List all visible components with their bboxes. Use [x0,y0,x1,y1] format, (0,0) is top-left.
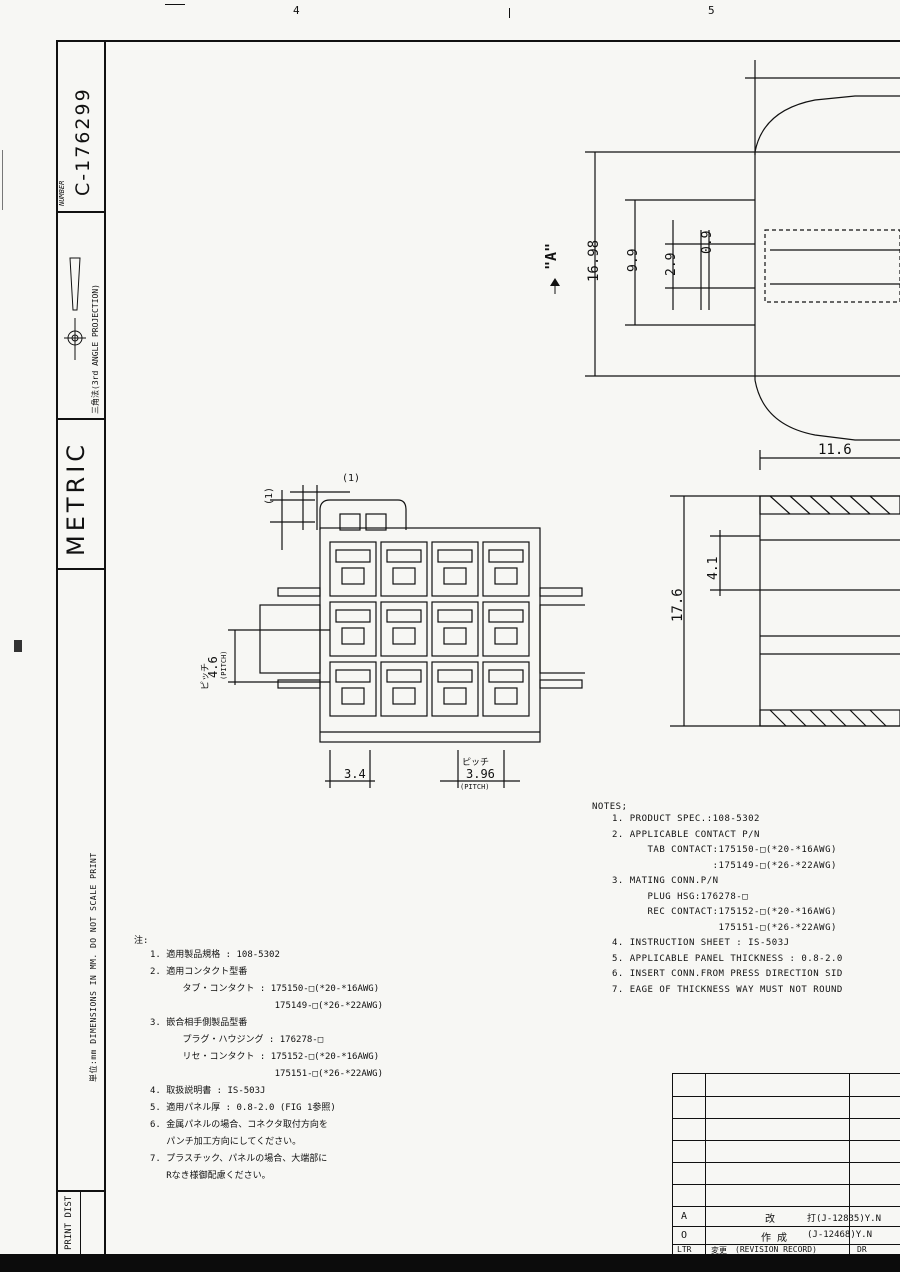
note-en-5: 3. MATING CONN.P/N [612,876,719,886]
rev-row-2 [673,1118,900,1119]
note-en-4: :175149-□(*26-*22AWG) [612,860,837,871]
dim-4-6: 4.6 [206,656,220,678]
title-block-right [104,40,106,1254]
rev-row-6 [673,1206,900,1207]
print-dist-div [80,1190,81,1254]
note-jp-4: 175149-□(*26-*22AWG) [150,1001,383,1011]
dim-1-top: (1) [342,473,361,484]
rev-dr-o: (J-12468)Y.N [807,1230,873,1240]
number-label: NUMBER [58,180,66,206]
note-jp-14: Rなき様御配慮ください。 [150,1171,271,1181]
drawing-number: C-176299 [72,87,94,196]
rev-ltr-a: A [681,1211,688,1222]
notes-en-heading: NOTES; [592,802,628,812]
note-en-10: 5. APPLICABLE PANEL THICKNESS : 0.8-2.0 [612,953,843,964]
note-en-12: 7. EAGE OF THICKNESS WAY MUST NOT ROUND [612,984,843,995]
rev-footer-change: 変更 [711,1246,727,1255]
title-div-3 [56,568,105,570]
dim-1-left: (1) [264,486,275,505]
left-edge-mark [2,150,3,210]
connector-front-view [228,485,585,788]
dim-3-96: 3.96 [466,767,495,781]
note-jp-13: 7. プラスチック、パネルの場合、大端部に [150,1154,328,1164]
rev-footer-ltr: LTR [677,1245,692,1254]
note-en-3: TAB CONTACT:175150-□(*20-*16AWG) [612,845,837,855]
note-jp-10: 5. 適用パネル厚 : 0.8-2.0 (FIG 1参照) [150,1103,336,1113]
note-en-1: 1. PRODUCT SPEC.:108-5302 [612,814,760,824]
title-div-1 [56,211,105,213]
notes-jp-heading: 注: [134,936,149,946]
rev-row-7 [673,1226,900,1227]
notes-en-list: 1. PRODUCT SPEC.:108-5302 2. APPLICABLE … [612,812,843,998]
zone-marker-5: 5 [708,4,715,17]
note-en-11: 6. INSERT CONN.FROM PRESS DIRECTION SID [612,969,843,979]
dim-4-1: 4.1 [706,556,721,580]
note-jp-3: タブ・コンタクト : 175150-□(*20-*16AWG) [150,984,380,994]
pitch-jp-horizontal: ピッチ [462,758,490,768]
note-en-7: REC CONTACT:175152-□(*20-*16AWG) [612,907,837,917]
note-en-8: 175151-□(*26-*22AWG) [612,922,837,933]
dim-0-9: 0.9 [700,230,715,254]
zone-divider [509,8,510,18]
rev-ltr-o: O [681,1230,688,1241]
note-jp-7: リセ・コンタクト : 175152-□(*20-*16AWG) [150,1052,380,1062]
view-a-label: "A" [542,242,560,270]
note-jp-9: 4. 取扱説明書 : IS-503J [150,1086,266,1096]
rev-row-8 [673,1244,900,1245]
note-jp-2: 2. 適用コンタクト型番 [150,967,248,977]
margin-mark [14,640,22,652]
revision-table: A 改 打(J-12835)Y.N O 作 成 (J-12468)Y.N LTR… [672,1073,900,1255]
pitch-en-horizontal: (PITCH) [460,783,490,791]
rev-desc-o: 作 成 [761,1233,788,1244]
top-tick [165,4,185,5]
note-jp-1: 1. 適用製品規格 : 108-5302 [150,950,280,960]
projection-symbol-icon [60,252,104,364]
zone-marker-4: 4 [293,4,300,17]
notes-jp-list: 1. 適用製品規格 : 108-5302 2. 適用コンタクト型番 タブ・コンタ… [150,947,383,1185]
rev-row-4 [673,1162,900,1163]
border-top [56,40,900,42]
connector-side-view [585,60,900,441]
note-jp-11: 6. 金属パネルの場合、コネクタ取付方向を [150,1120,328,1130]
title-div-2 [56,418,105,420]
dim-11-6: 11.6 [818,442,852,458]
rev-desc-a: 改 [765,1214,775,1225]
rev-footer-dr: DR [857,1245,867,1254]
dimensions-note: 単位:mm DIMENSIONS IN MM. DO NOT SCALE PRI… [89,852,98,1082]
rev-col-2 [849,1074,850,1255]
rev-row-3 [673,1140,900,1141]
rev-col-1 [705,1074,706,1255]
rev-row-1 [673,1096,900,1097]
pitch-en-vertical: (PITCH) [220,650,228,680]
dim-2-9: 2.9 [664,252,679,276]
scan-bottom-bar [0,1254,900,1272]
dim-9-9: 9.9 [626,248,641,272]
projection-label: 三角法(3rd ANGLE PROJECTION) [91,284,100,414]
dim-3-4: 3.4 [344,767,366,781]
border-left [56,40,58,1254]
connector-section-view [670,450,900,727]
note-jp-8: 175151-□(*26-*22AWG) [150,1069,383,1079]
rev-row-5 [673,1184,900,1185]
dim-17-6: 17.6 [670,588,686,622]
units-label: METRIC [62,440,90,556]
print-dist-label: PRINT DIST [64,1195,74,1250]
rev-dr-a: 打(J-12835)Y.N [807,1214,882,1224]
dim-16-98: 16.98 [586,239,602,282]
rev-footer-record: (REVISION RECORD) [735,1245,817,1254]
note-jp-6: プラグ・ハウジング : 176278-□ [150,1035,324,1045]
view-a-arrow-icon [550,278,560,294]
note-jp-12: パンチ加工方向にしてください。 [150,1137,302,1147]
note-en-6: PLUG HSG:176278-□ [612,891,749,902]
note-en-2: 2. APPLICABLE CONTACT P/N [612,829,760,840]
note-en-9: 4. INSTRUCTION SHEET : IS-503J [612,938,790,948]
note-jp-5: 3. 嵌合相手側製品型番 [150,1018,248,1028]
